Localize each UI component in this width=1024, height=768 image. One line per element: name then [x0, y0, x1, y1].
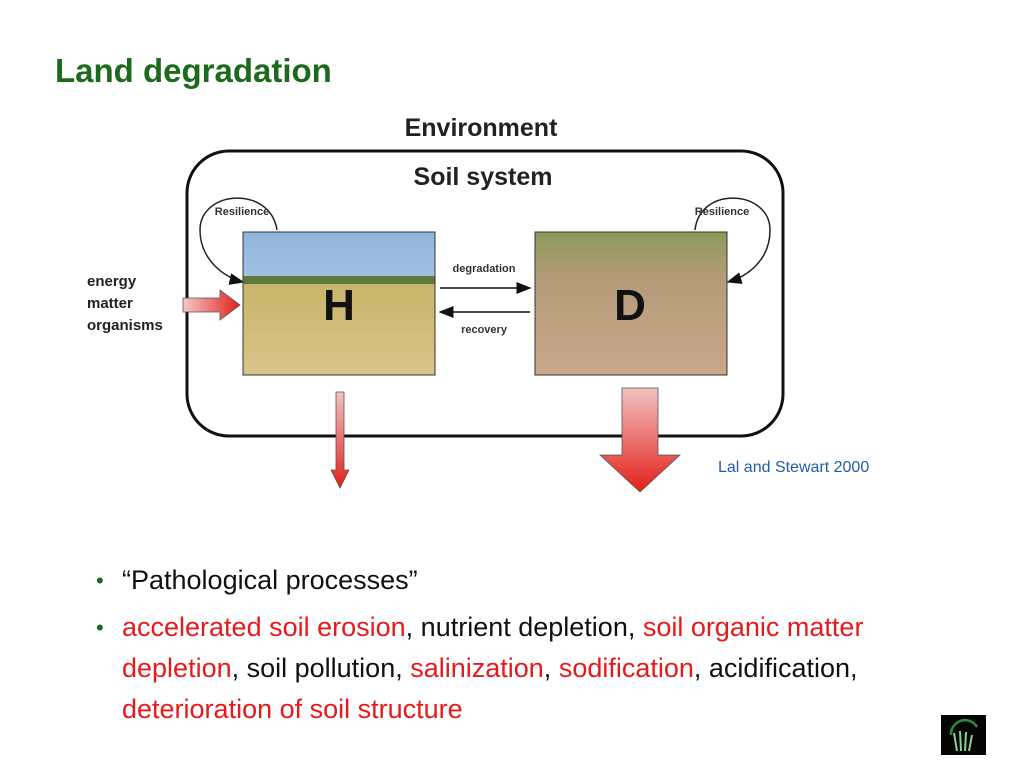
bullet-list: • “Pathological processes” • accelerated…: [96, 560, 976, 736]
degraded-soil-photo: [534, 231, 728, 376]
input-energy: energy: [87, 273, 137, 290]
input-arrow: [182, 289, 241, 321]
highlight-text: accelerated soil erosion: [122, 612, 406, 642]
bullet-item: • “Pathological processes”: [96, 560, 976, 601]
environment-label: Environment: [405, 114, 558, 142]
input-organisms: organisms: [87, 317, 163, 334]
highlight-text: salinization: [410, 653, 544, 683]
bullet-text: , nutrient depletion,: [405, 612, 643, 642]
organization-logo: [941, 715, 986, 755]
bullet-text: , acidification,: [693, 653, 858, 683]
highlight-text: deterioration of soil structure: [122, 694, 463, 724]
citation: Lal and Stewart 2000: [718, 459, 870, 476]
bullet-icon: •: [96, 568, 104, 593]
recovery-label: recovery: [461, 324, 508, 336]
resilience-right-label: Resilience: [695, 206, 749, 218]
bullet-icon: •: [96, 615, 104, 640]
resilience-loop-right: [694, 197, 771, 284]
highlight-text: soil organic matter depletion: [122, 612, 864, 683]
degraded-label: D: [614, 281, 646, 330]
slide-title: Land degradation: [55, 52, 332, 89]
bullet-text: , soil pollution,: [231, 653, 411, 683]
bullet-text: “Pathological processes”: [122, 565, 418, 595]
healthy-output-arrow: [330, 391, 350, 489]
soil-system-boundary: [185, 149, 785, 438]
healthy-soil-photo: [242, 231, 436, 376]
input-matter: matter: [87, 295, 133, 312]
degradation-label: degradation: [453, 263, 516, 275]
healthy-label: H: [323, 281, 355, 330]
highlight-text: sodification: [558, 653, 694, 683]
grass-logo-icon: [949, 718, 979, 752]
soil-system-label: Soil system: [414, 163, 553, 191]
resilience-loop-left: [199, 197, 278, 285]
bullet-item: • accelerated soil erosion, nutrient dep…: [96, 607, 976, 730]
bullet-text: ,: [543, 653, 559, 683]
degraded-output-arrow: [598, 387, 682, 493]
resilience-left-label: Resilience: [215, 206, 269, 218]
